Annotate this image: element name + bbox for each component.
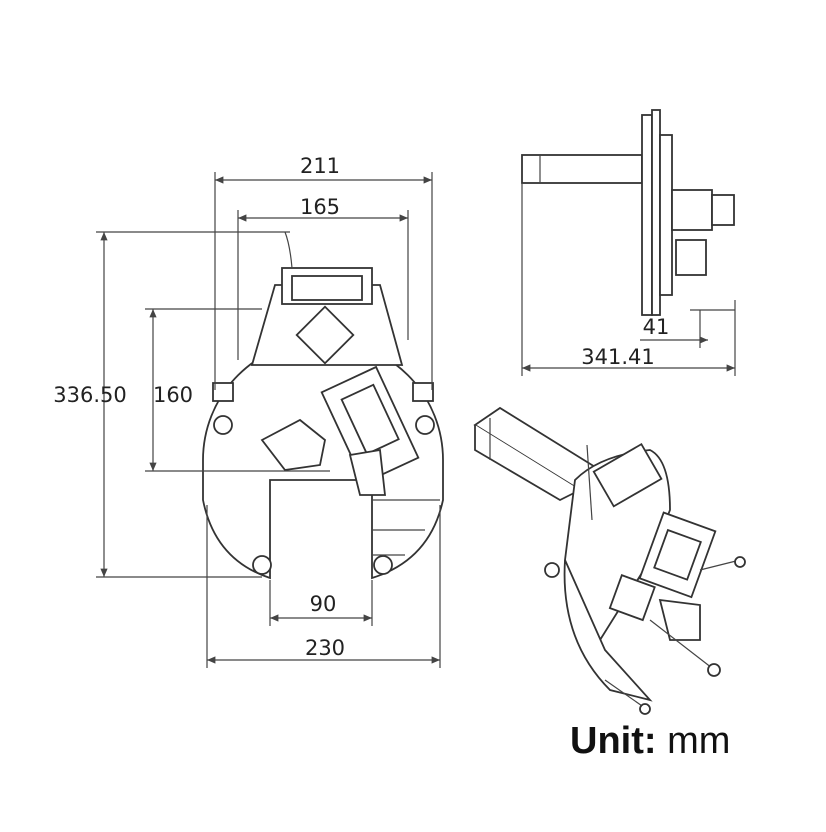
dimension-lines (96, 172, 441, 668)
side-view (521, 109, 736, 376)
isometric-view (473, 406, 746, 715)
dim-211: 211 (300, 154, 340, 178)
unit-label: Unit: mm (570, 720, 730, 763)
dim-341-41: 341.41 (581, 345, 654, 369)
dim-230: 230 (305, 636, 345, 660)
unit-value: mm (667, 720, 731, 762)
dim-160: 160 (153, 383, 193, 407)
front-view (202, 231, 444, 580)
dim-90: 90 (310, 592, 337, 616)
unit-title: Unit: (570, 720, 657, 762)
dim-336-50: 336.50 (53, 383, 126, 407)
dim-165: 165 (300, 195, 340, 219)
dim-41: 41 (643, 315, 670, 339)
